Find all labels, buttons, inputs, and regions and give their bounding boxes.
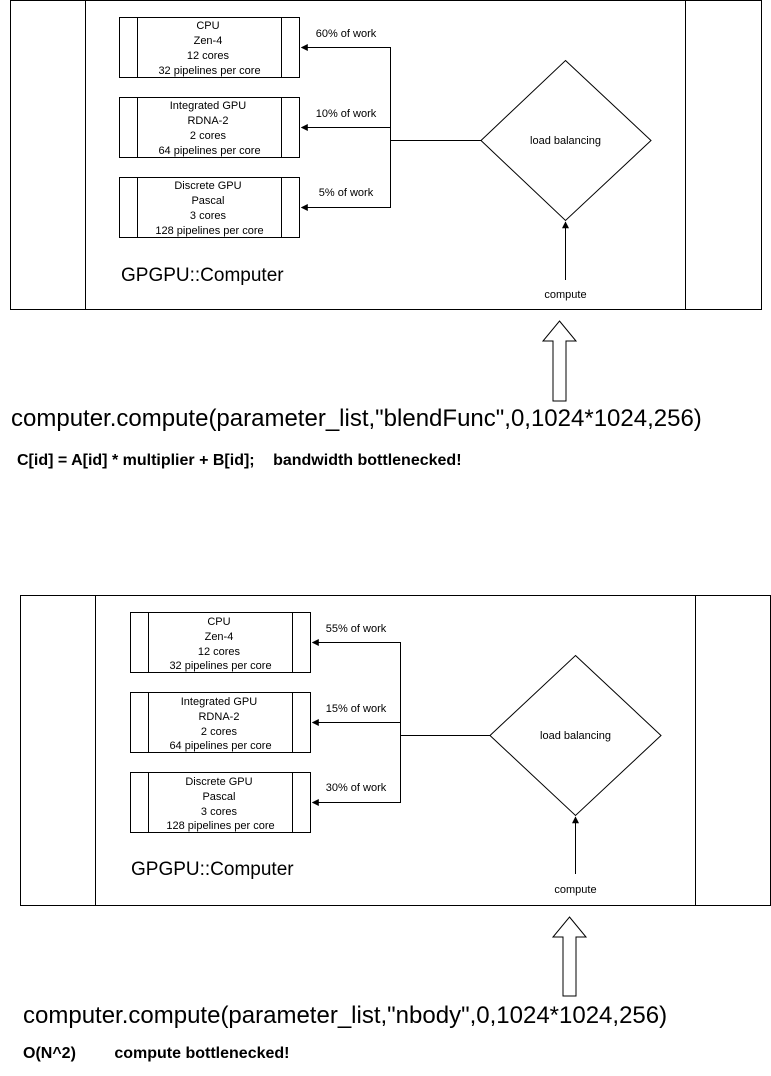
processor-arch: Pascal [191,195,224,207]
kernel-expression: C[id] = A[id] * multiplier + B[id]; [17,452,255,469]
processor-pipelines: 64 pipelines per core [169,740,271,752]
work-connector-cpu [311,639,401,736]
svg-text:Discrete GPU Pascal: Discrete GPU Pascal 3 cores 128 pipeline… [166,776,274,832]
processor-name: CPU [196,20,219,32]
processor-name: Discrete GPU [174,180,241,192]
processor-name: Integrated GPU [181,696,257,708]
processor-name: Discrete GPU [185,776,252,788]
processor-pipelines: 128 pipelines per core [155,225,263,237]
work-share-label: 55% of work [326,623,387,635]
kernel-note: C[id] = A[id] * multiplier + B[id]; band… [17,452,462,470]
work-share-label: 5% of work [319,187,374,199]
processor-name: CPU [207,616,230,628]
svg-text:10% of work: 10% of work [316,108,377,120]
load-balancing-diamond [480,59,652,222]
kernel-complexity: O(N^2) [23,1045,76,1062]
processor-pipelines: 32 pipelines per core [169,660,271,672]
svg-text:Integrated GPU RDNA-2: Integrated GPU RDNA-2 2 cores 64 pipelin… [158,100,260,157]
processor-cores: 12 cores [187,50,230,62]
processor-cores: 3 cores [201,806,238,818]
work-connector-discrete-gpu [300,140,391,211]
processor-arch: RDNA-2 [198,711,239,723]
compute-call-expression: computer.compute(parameter_list,"blendFu… [11,405,702,432]
processor-name: Integrated GPU [170,100,246,112]
load-balancing-label: load balancing [540,730,611,742]
processor-cores: 3 cores [190,210,227,222]
work-share-label: 15% of work [326,703,387,715]
processor-pipelines: 128 pipelines per core [166,820,274,832]
svg-text:Discrete GPU Pascal: Discrete GPU Pascal 3 cores 128 pipeline… [155,180,263,237]
processor-cores: 12 cores [198,646,241,658]
system-label: GPGPU::Computer [121,265,284,286]
svg-text:55% of work: 55% of work [326,623,387,635]
svg-text:CPU Zen-4 12 c: CPU Zen-4 12 cores 32 pipelines per core [158,20,260,77]
diagram-1: CPU Zen-4 12 cores 32 pipelines per core… [10,0,762,402]
hollow-up-arrow [551,916,588,997]
load-balancing-diamond [489,654,662,817]
hollow-up-arrow [541,320,578,402]
processor-box-integrated-gpu: Integrated GPU RDNA-2 2 cores 64 pipelin… [130,692,311,753]
load-balancing-label: load balancing [530,135,601,147]
system-label: GPGPU::Computer [131,859,294,880]
processor-box-integrated-gpu: Integrated GPU RDNA-2 2 cores 64 pipelin… [119,97,300,158]
svg-text:60% of work: 60% of work [316,28,377,40]
processor-box-cpu: CPU Zen-4 12 cores 32 pipelines per core [130,612,311,673]
processor-pipelines: 64 pipelines per core [158,145,260,157]
processor-pipelines: 32 pipelines per core [158,65,260,77]
processor-cores: 2 cores [201,726,238,738]
processor-arch: Zen-4 [194,35,223,47]
svg-text:30% of work: 30% of work [326,782,387,794]
bottleneck-label: bandwidth bottlenecked! [273,452,462,469]
work-connector-discrete-gpu [311,735,401,806]
diagram-2: CPU Zen-4 12 cores 32 pipelines per core… [20,595,771,997]
processor-cores: 2 cores [190,130,227,142]
work-share-label: 10% of work [316,108,377,120]
compute-label: compute [554,884,596,896]
processor-box-discrete-gpu: Discrete GPU Pascal 3 cores 128 pipeline… [130,772,311,833]
processor-arch: Zen-4 [205,631,234,643]
svg-text:CPU Zen-4 12 c: CPU Zen-4 12 cores 32 pipelines per core [169,616,271,672]
svg-text:15% of work: 15% of work [326,703,387,715]
svg-text:5% of work: 5% of work [319,187,374,199]
processor-arch: Pascal [202,791,235,803]
work-connector-cpu [300,44,391,141]
processor-box-cpu: CPU Zen-4 12 cores 32 pipelines per core [119,17,300,78]
compute-call-expression: computer.compute(parameter_list,"nbody",… [23,1002,668,1029]
kernel-note: O(N^2) compute bottlenecked! [23,1045,290,1063]
svg-text:Integrated GPU RDNA-2: Integrated GPU RDNA-2 2 cores 64 pipelin… [169,696,271,752]
work-share-label: 30% of work [326,782,387,794]
computer-container [10,0,762,310]
processor-box-discrete-gpu: Discrete GPU Pascal 3 cores 128 pipeline… [119,177,300,238]
processor-arch: RDNA-2 [187,115,228,127]
compute-label: compute [544,289,586,301]
bottleneck-label: compute bottlenecked! [114,1045,290,1062]
work-share-label: 60% of work [316,28,377,40]
